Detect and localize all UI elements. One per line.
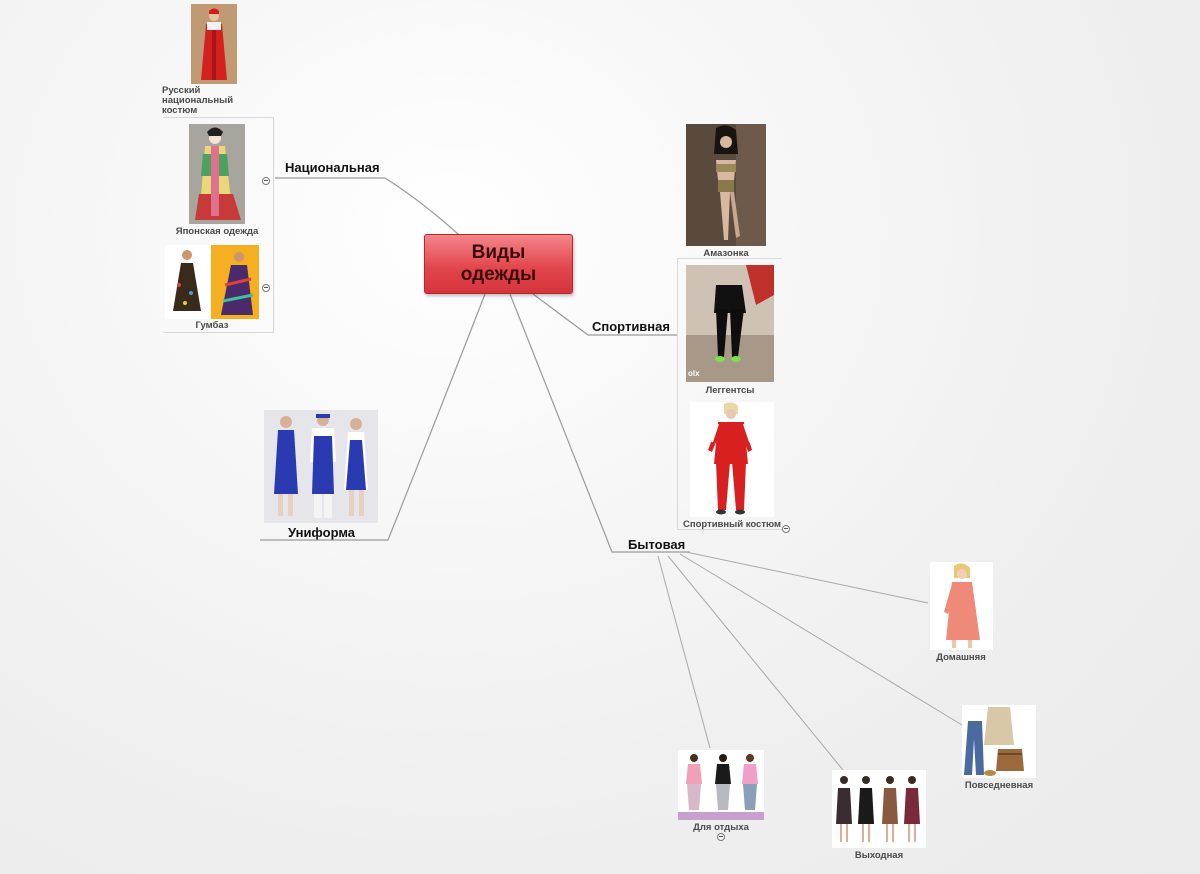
leggings-image[interactable]: olx (686, 265, 774, 382)
tracksuit-image[interactable] (690, 402, 774, 517)
central-topic-label: Виды одежды (460, 242, 537, 285)
home-clothing-caption: Домашняя (936, 652, 986, 663)
japanese-clothing-caption: Японская одежда (175, 226, 259, 237)
link-everyday (679, 553, 963, 726)
branch-national[interactable]: Национальная (285, 160, 380, 175)
uniform-image[interactable] (264, 410, 378, 523)
link-leisure (657, 555, 711, 749)
olx-watermark: olx (688, 369, 700, 378)
leggings-caption: Леггентсы (705, 385, 755, 396)
branch-sport[interactable]: Спортивная (592, 319, 670, 334)
russian-costume-image[interactable] (191, 4, 237, 84)
gumbaz-toggle-icon[interactable] (262, 284, 270, 292)
gumbaz-caption: Гумбаз (195, 320, 229, 331)
japanese-clothing-image[interactable] (189, 124, 245, 224)
tracksuit-caption: Спортивный костюм (682, 519, 781, 530)
everyday-clothing-image[interactable] (962, 705, 1036, 778)
national-toggle-icon[interactable] (262, 177, 270, 185)
sport-group-frame (677, 258, 782, 530)
amazon-outfit-caption: Амазонка (703, 248, 749, 259)
gumbaz-image[interactable] (165, 245, 259, 319)
everyday-clothing-caption: Повседневная (964, 780, 1034, 791)
weekend-clothing-image[interactable] (832, 770, 926, 848)
leisure-clothing-caption: Для отдыха (693, 822, 749, 833)
link-home (685, 551, 929, 604)
leisure-toggle-icon[interactable] (717, 833, 725, 841)
branch-uniform[interactable]: Униформа (288, 525, 356, 540)
national-group-frame (163, 117, 274, 333)
amazon-outfit-image[interactable] (686, 124, 766, 246)
tracksuit-toggle-icon[interactable] (782, 525, 790, 533)
russian-costume-caption: Русский национальный костюм (162, 85, 234, 116)
leisure-clothing-image[interactable] (678, 750, 764, 820)
branch-casual[interactable]: Бытовая (628, 537, 686, 552)
home-clothing-image[interactable] (930, 562, 993, 650)
central-topic[interactable]: Виды одежды (424, 234, 573, 294)
weekend-clothing-caption: Выходная (854, 850, 904, 861)
link-weekend (667, 555, 844, 771)
link-national (275, 177, 459, 235)
